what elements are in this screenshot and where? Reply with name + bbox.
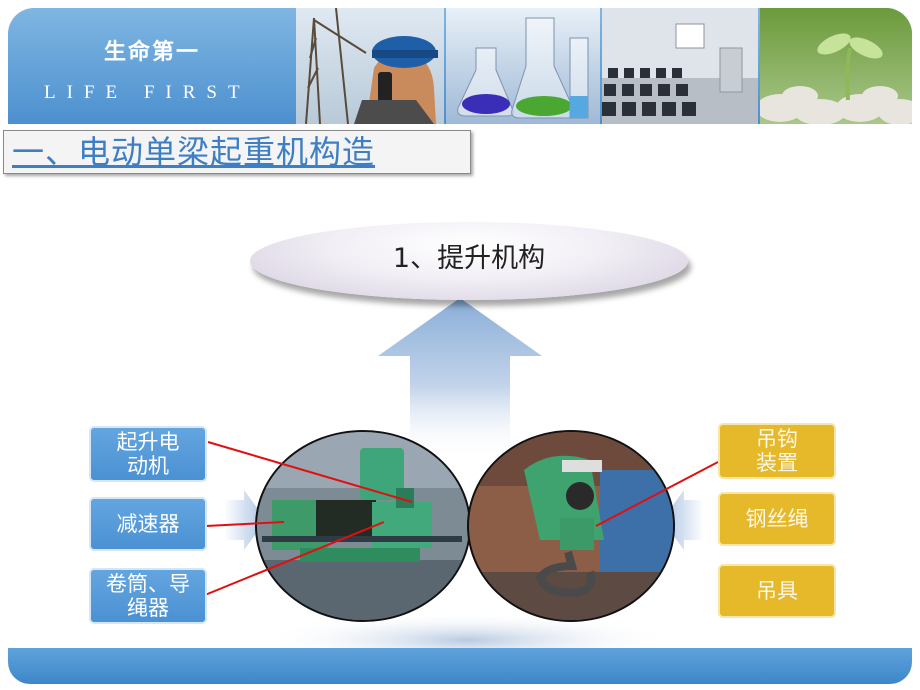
section-title-box: 一、电动单梁起重机构造 (3, 130, 471, 174)
label-wire-rope-text: 钢丝绳 (745, 507, 809, 531)
seedling-photo (760, 8, 912, 124)
label-hoist-motor-text: 起升电动机 (116, 430, 180, 478)
label-hoist-motor: 起升电动机 (89, 426, 207, 482)
crane-worker-photo (296, 8, 444, 124)
hoist-motor-photo (257, 432, 469, 620)
label-reducer-text: 减速器 (116, 512, 180, 536)
brand-title-en: LIFE FIRST (44, 82, 251, 103)
pointer-lines (177, 441, 719, 607)
section-title: 一、电动单梁起重机构造 (12, 133, 376, 171)
footer-bar (8, 648, 912, 684)
center-title: 1、提升机构 (392, 243, 546, 274)
meeting-room-photo (602, 8, 758, 124)
label-drum-rope-guide-text: 卷筒、导绳器 (106, 572, 190, 620)
label-hook-device-text: 吊钩装置 (756, 427, 798, 475)
lab-flasks-photo (446, 8, 600, 124)
brand-title-cn: 生命第一 (103, 39, 200, 65)
label-sling: 吊具 (718, 564, 836, 618)
header-banner: 生命第一 LIFE FIRST (8, 8, 912, 124)
label-hook-device: 吊钩装置 (718, 423, 836, 479)
right-side-arrow (662, 490, 704, 550)
label-sling-text: 吊具 (756, 579, 798, 603)
brand-block: 生命第一 LIFE FIRST (8, 8, 296, 124)
label-wire-rope: 钢丝绳 (718, 492, 836, 546)
label-drum-rope-guide: 卷筒、导绳器 (89, 568, 207, 624)
label-reducer: 减速器 (89, 497, 207, 551)
up-arrow-shape (378, 298, 542, 460)
left-side-arrow (224, 490, 266, 550)
center-title-ellipse: 1、提升机构 (250, 222, 688, 300)
